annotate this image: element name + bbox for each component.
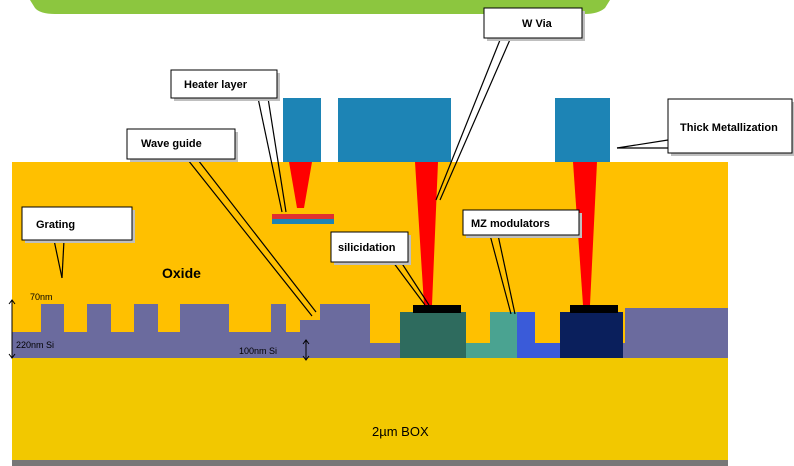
silicon-far-right [625, 308, 728, 358]
w-via-left [289, 162, 312, 208]
callout-w-via: W Via [483, 7, 585, 41]
metal-pad-right [555, 98, 610, 162]
silicon-right-connector [620, 343, 630, 358]
box-layer [12, 358, 728, 460]
metal-pad-left [283, 98, 321, 162]
callout-silicidation: silicidation [330, 231, 411, 265]
dimension-marker-100nm [302, 339, 310, 361]
top-banner [30, 0, 610, 14]
label-oxide: Oxide [162, 265, 201, 281]
p-doped-region [466, 312, 517, 358]
label-wave-guide: Wave guide [141, 138, 202, 150]
callout-grating: Grating [21, 206, 135, 243]
w-via-middle [415, 162, 438, 305]
label-100nm-si: 100nm Si [239, 346, 277, 356]
heater-bottom-layer [272, 219, 334, 224]
label-w-via: W Via [522, 18, 553, 30]
w-via-right [573, 162, 597, 305]
callout-wave-guide: Wave guide [126, 128, 238, 162]
callout-thick-metallization: Thick Metallization [667, 98, 794, 156]
label-heater-layer: Heater layer [184, 79, 248, 91]
label-70nm: 70nm [30, 292, 53, 302]
silicide-contact-right [570, 305, 618, 313]
metal-pad-middle [338, 98, 451, 162]
blue-doped-base [535, 343, 560, 358]
blue-doped-region [517, 312, 535, 358]
navy-doped-region [560, 312, 623, 358]
label-thick-metallization: Thick Metallization [680, 122, 778, 134]
label-220nm-si: 220nm Si [16, 340, 54, 350]
silicon-layer [12, 304, 400, 358]
callout-mz-modulators: MZ modulators [462, 209, 582, 238]
dimension-marker-220nm [8, 299, 16, 359]
label-box: 2µm BOX [372, 424, 429, 439]
label-grating: Grating [36, 219, 75, 231]
n-doped-region [400, 312, 466, 358]
label-silicidation: silicidation [338, 242, 396, 254]
label-mz-modulators: MZ modulators [471, 218, 550, 230]
callout-pointers [53, 34, 669, 317]
heater-top-layer [272, 214, 334, 219]
callout-heater-layer: Heater layer [170, 69, 280, 101]
substrate-bar [12, 460, 728, 466]
silicide-contact-left [413, 305, 461, 313]
